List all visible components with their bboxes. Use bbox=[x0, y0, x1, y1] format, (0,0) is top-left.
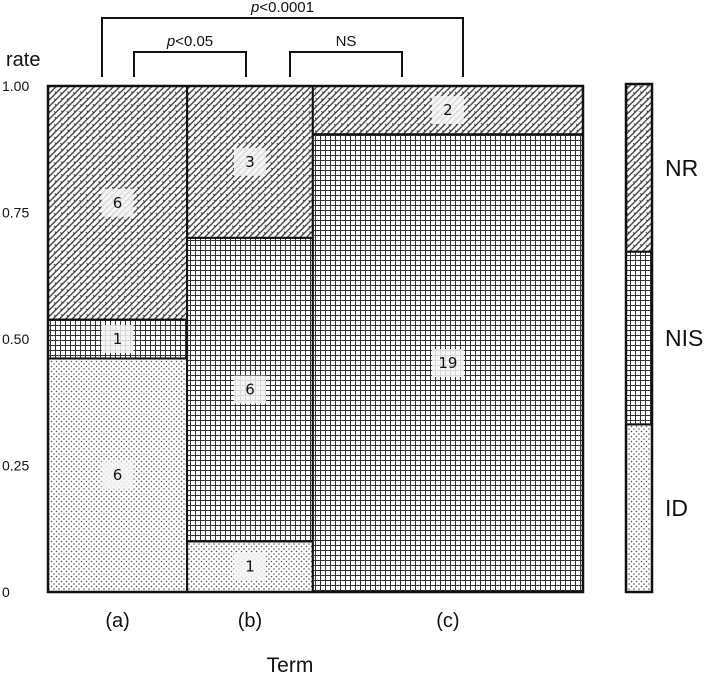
count-label: 19 bbox=[438, 354, 457, 372]
significance-bracket bbox=[289, 51, 403, 77]
y-tick-label: 0.75 bbox=[2, 205, 29, 221]
count-label-bg bbox=[233, 147, 266, 176]
significance-bracket bbox=[133, 51, 247, 77]
count-label-bg bbox=[431, 96, 464, 125]
count-label-bg bbox=[101, 188, 134, 217]
y-axis-label: rate bbox=[6, 49, 40, 71]
legend-label: ID bbox=[665, 495, 688, 521]
count-label: 1 bbox=[245, 558, 255, 576]
count-label: 3 bbox=[245, 153, 255, 171]
legend-swatch-nis bbox=[625, 250, 653, 426]
legend-swatch-nr bbox=[625, 83, 653, 253]
significance-brackets: p<0.0001 p<0.05 NS bbox=[101, 0, 464, 77]
legend-frame bbox=[624, 82, 654, 594]
x-category-label: (a) bbox=[105, 610, 129, 632]
y-tick-label: 0.50 bbox=[2, 331, 29, 347]
mosaic-frame bbox=[46, 84, 585, 594]
y-tick-label: 1.00 bbox=[2, 78, 29, 94]
count-label-bg bbox=[101, 461, 134, 490]
count-label-bg bbox=[101, 325, 134, 353]
legend-label: NR bbox=[665, 155, 698, 181]
count-label: 6 bbox=[113, 194, 123, 212]
significance-label: p<0.0001 bbox=[250, 0, 314, 16]
legend-label: NIS bbox=[665, 325, 703, 351]
legend: ID NIS NR bbox=[624, 82, 703, 594]
count-label-bg bbox=[233, 552, 266, 581]
count-label-bg bbox=[431, 349, 464, 378]
y-axis: rate 0 0.25 0.50 0.75 1.00 bbox=[2, 49, 40, 600]
mosaic-plot-area: 6 1 6 1 6 3 19 2 bbox=[46, 84, 585, 594]
y-tick-label: 0 bbox=[2, 584, 10, 600]
count-label: 6 bbox=[113, 466, 123, 484]
legend-swatch-id bbox=[625, 423, 653, 593]
significance-label: p<0.05 bbox=[166, 33, 213, 50]
count-label: 1 bbox=[113, 330, 123, 348]
x-axis-label: Term bbox=[267, 654, 314, 676]
x-category-label: (b) bbox=[238, 610, 262, 632]
count-label-bg bbox=[233, 375, 266, 404]
x-axis: (a) (b) (c) Term bbox=[105, 610, 459, 676]
x-category-label: (c) bbox=[436, 610, 459, 632]
count-label: 2 bbox=[443, 101, 453, 119]
count-label: 6 bbox=[245, 381, 255, 399]
y-tick-label: 0.25 bbox=[2, 458, 29, 474]
significance-bracket bbox=[101, 17, 464, 77]
significance-label: NS bbox=[336, 33, 357, 50]
